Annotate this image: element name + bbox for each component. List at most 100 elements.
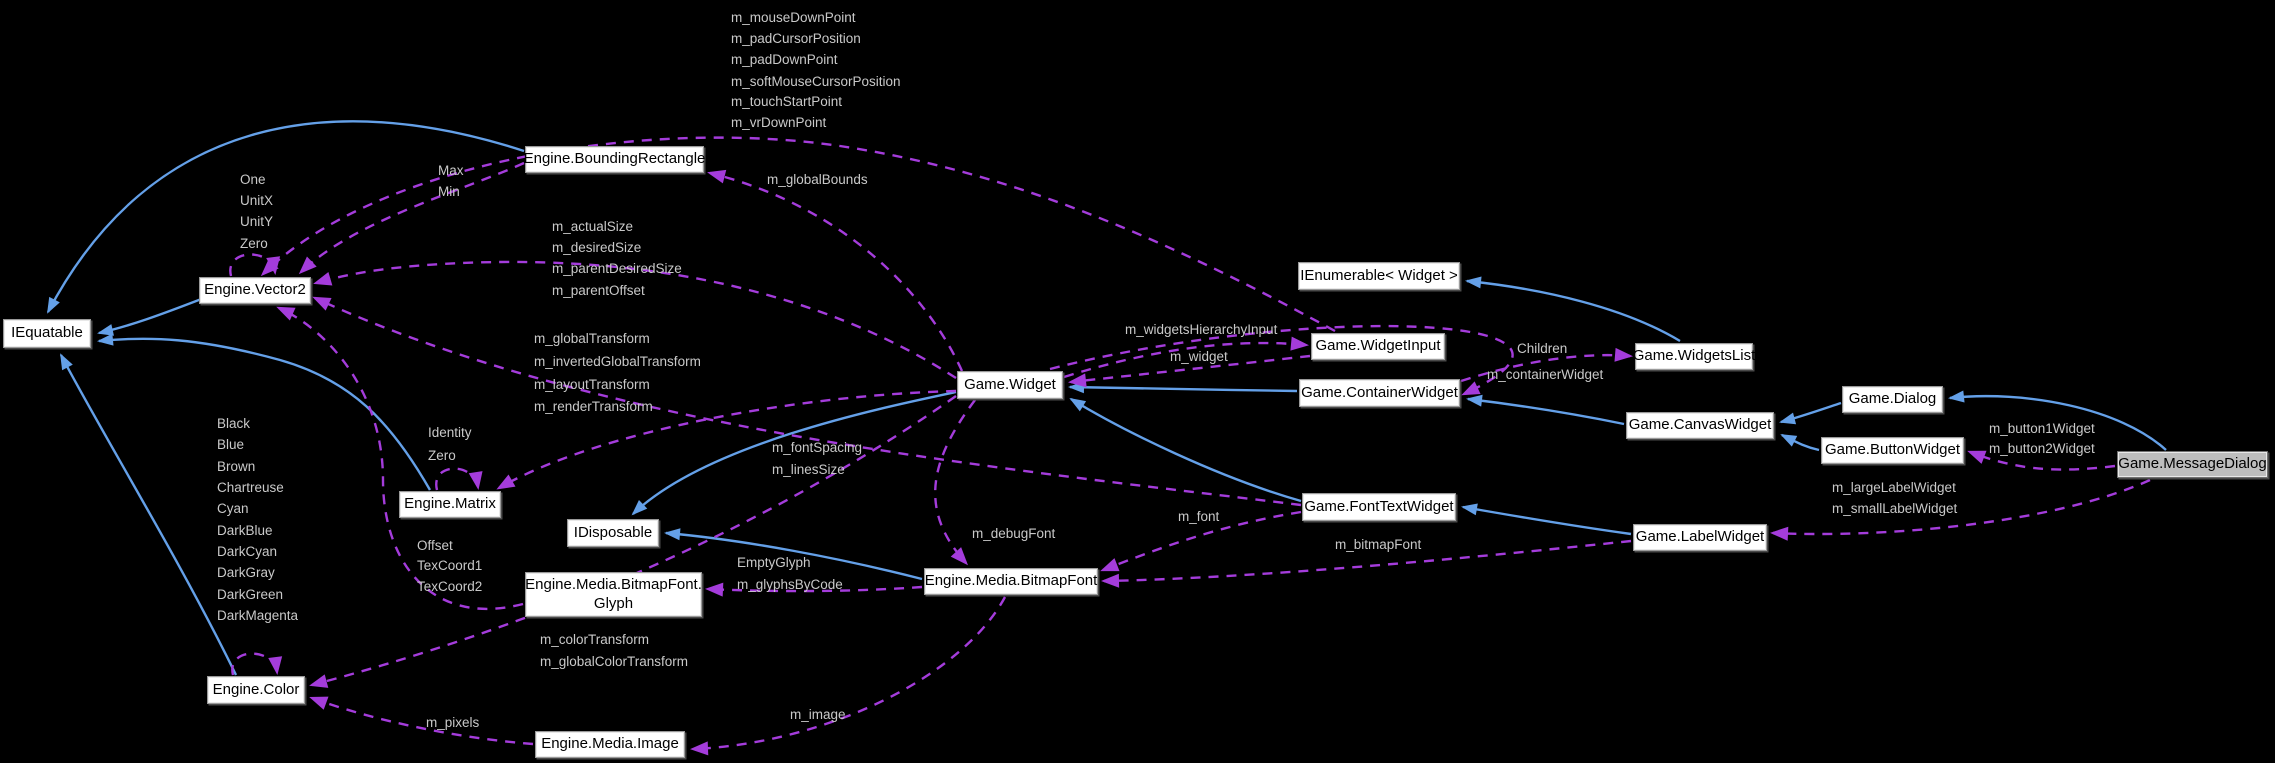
- edge-label-m-globalcolortransform: m_globalColorTransform: [540, 654, 689, 669]
- edge-widgetinput-widget: [1068, 354, 1311, 388]
- node-labelwidget[interactable]: Game.LabelWidget: [1633, 524, 1767, 551]
- edge-label-m-desiredsize: m_desiredSize: [552, 240, 642, 255]
- edge-vector2-iequatable: [97, 296, 205, 336]
- node-vector2[interactable]: Engine.Vector2: [199, 277, 311, 304]
- node-widgetinput[interactable]: Game.WidgetInput: [1311, 333, 1445, 360]
- edge-label-texcoord1: TexCoord1: [417, 558, 483, 573]
- node-boundingrectangle[interactable]: Engine.BoundingRectangle: [524, 146, 705, 173]
- edge-label-m-paddownpoint: m_padDownPoint: [731, 52, 838, 67]
- edge-fonttextwidget-widget: [1069, 397, 1302, 503]
- node-ienumerable-widget[interactable]: IEnumerable< Widget >: [1298, 262, 1460, 290]
- edge-image-color: [309, 696, 534, 746]
- edge-matrix-self: [435, 467, 483, 491]
- edge-label-m-touchstartpoint: m_touchStartPoint: [731, 94, 843, 109]
- edge-widget-widgetinput: [1063, 336, 1309, 379]
- edge-messagedialog-dialog: [1948, 390, 2167, 451]
- edge-widget-matrix: [496, 389, 957, 490]
- edge-label-zero: Zero: [240, 236, 268, 251]
- edge-widget-boundingrectangle: [707, 169, 964, 372]
- node-iequatable[interactable]: IEquatable: [3, 319, 91, 348]
- node-dialog[interactable]: Game.Dialog: [1842, 386, 1943, 413]
- edge-label-m-button1widget: m_button1Widget: [1989, 421, 2095, 436]
- edge-label-blue: Blue: [217, 437, 245, 452]
- node-idisposable[interactable]: IDisposable: [567, 519, 659, 547]
- edge-label-m-button2widget: m_button2Widget: [1989, 441, 2095, 456]
- edge-label-m-largelabelwidget: m_largeLabelWidget: [1832, 480, 1956, 495]
- node-widget[interactable]: Game.Widget: [957, 371, 1063, 399]
- edge-label-unitx: UnitX: [240, 193, 274, 208]
- edge-label-m-smalllabelwidget: m_smallLabelWidget: [1832, 501, 1958, 516]
- edge-label-m-linessize: m_linesSize: [772, 462, 845, 477]
- edge-widgetinput-vector2: [260, 136, 1336, 333]
- edge-fonttextwidget-vector2: [312, 296, 1302, 507]
- edge-bitmapfont-glyph: [705, 582, 923, 597]
- edge-label-m-font: m_font: [1178, 509, 1220, 524]
- edge-label-min: Min: [438, 184, 460, 199]
- node-color[interactable]: Engine.Color: [207, 676, 305, 704]
- edge-label-m-widgetshierarchyinput: m_widgetsHierarchyInput: [1125, 322, 1278, 337]
- edge-canvaswidget-containerwidget: [1466, 394, 1625, 426]
- edge-label-m-layouttransform: m_layoutTransform: [534, 377, 650, 392]
- edge-widget-idisposable: [631, 390, 957, 516]
- edge-label-m-softmousecursorposition: m_softMouseCursorPosition: [731, 74, 901, 89]
- edge-label-m-invertedglobaltransform: m_invertedGlobalTransform: [534, 354, 701, 369]
- edge-bitmapfont-image: [690, 596, 1007, 756]
- edge-label-emptyglyph: EmptyGlyph: [737, 555, 811, 570]
- edge-label-black: Black: [217, 416, 251, 431]
- edge-labelwidget-bitmapfont: [1101, 539, 1632, 588]
- edge-label-m-vrdownpoint: m_vrDownPoint: [731, 115, 827, 130]
- edge-label-brown: Brown: [217, 459, 256, 474]
- edge-label-chartreuse: Chartreuse: [217, 480, 284, 495]
- edge-widget-bitmapfont-debug: [934, 399, 976, 566]
- edge-messagedialog-labelwidget: [1770, 478, 2151, 541]
- edge-label-identity: Identity: [428, 425, 472, 440]
- edge-widget-vector2: [313, 260, 957, 380]
- edge-messagedialog-buttonwidget: [1967, 450, 2116, 471]
- edge-label-m-colortransform: m_colorTransform: [540, 632, 650, 647]
- edge-label-darkcyan: DarkCyan: [217, 544, 278, 559]
- edge-vector2-self: [229, 253, 281, 277]
- edge-label-unity: UnitY: [240, 214, 274, 229]
- node-containerwidget[interactable]: Game.ContainerWidget: [1299, 379, 1460, 407]
- node-messagedialog[interactable]: Game.MessageDialog: [2117, 451, 2268, 478]
- edge-label-max: Max: [438, 163, 464, 178]
- edge-label-m-actualsize: m_actualSize: [552, 219, 634, 234]
- edge-labelwidget-fonttextwidget: [1461, 503, 1632, 536]
- edge-label-m-globaltransform: m_globalTransform: [534, 331, 650, 346]
- edge-label-zero: Zero: [428, 448, 456, 463]
- node-canvaswidget[interactable]: Game.CanvasWidget: [1626, 412, 1774, 439]
- edge-containerwidget-widgetslist: [1460, 347, 1633, 383]
- edge-label-offset: Offset: [417, 538, 453, 553]
- edge-label-m-parentoffset: m_parentOffset: [552, 283, 645, 298]
- node-bitmapfont-glyph[interactable]: Engine.Media.BitmapFont. Glyph: [525, 572, 702, 617]
- node-image[interactable]: Engine.Media.Image: [535, 731, 685, 758]
- node-buttonwidget[interactable]: Game.ButtonWidget: [1821, 437, 1964, 464]
- edge-matrix-iequatable: [97, 333, 432, 491]
- node-fonttextwidget[interactable]: Game.FontTextWidget: [1302, 493, 1456, 521]
- node-bitmapfont[interactable]: Engine.Media.BitmapFont: [924, 568, 1098, 595]
- edge-label-m-globalbounds: m_globalBounds: [767, 172, 868, 187]
- edge-widgetslist-ienumerable: [1465, 276, 1681, 343]
- edge-buttonwidget-canvaswidget: [1780, 433, 1820, 452]
- edge-label-darkblue: DarkBlue: [217, 523, 273, 538]
- edge-label-m-glyphsbycode: m_glyphsByCode: [737, 577, 843, 592]
- node-widgetslist[interactable]: Game.WidgetsList: [1633, 343, 1755, 370]
- edge-label-darkgreen: DarkGreen: [217, 587, 284, 602]
- edge-label-darkgray: DarkGray: [217, 565, 275, 580]
- edge-containerwidget-widget: [1068, 381, 1298, 394]
- edge-boundingrectangle-vector2: [298, 161, 525, 275]
- edge-label-one: One: [240, 172, 266, 187]
- edge-glyph-vector2: [276, 306, 524, 610]
- edge-label-m-pixels: m_pixels: [426, 715, 480, 730]
- node-matrix[interactable]: Engine.Matrix: [399, 491, 501, 518]
- edge-boundingrectangle-iequatable: [46, 120, 525, 314]
- edge-label-m-bitmapfont: m_bitmapFont: [1335, 537, 1422, 552]
- edge-label-m-debugfont: m_debugFont: [972, 526, 1056, 541]
- edge-label-m-image: m_image: [790, 707, 846, 722]
- edge-label-cyan: Cyan: [217, 501, 249, 516]
- edge-label-m-rendertransform: m_renderTransform: [534, 399, 653, 414]
- edge-label-m-widget: m_widget: [1170, 349, 1228, 364]
- edge-label-children: Children: [1517, 341, 1568, 356]
